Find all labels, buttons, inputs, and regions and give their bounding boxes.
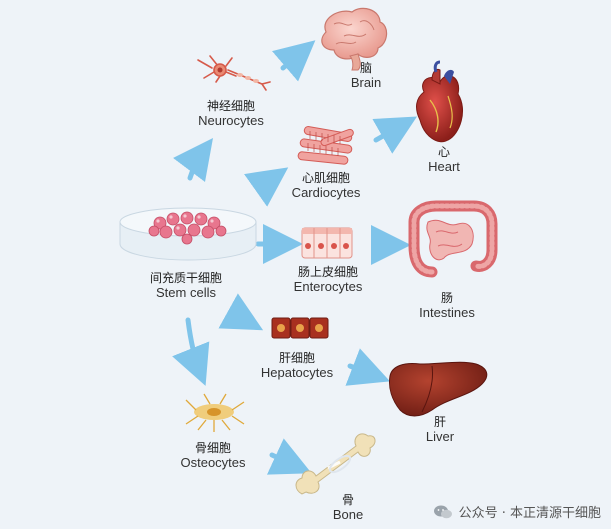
- label-stem-cells-en: Stem cells: [156, 284, 216, 300]
- label-neurocytes-en: Neurocytes: [198, 112, 264, 128]
- label-osteocytes: 骨细胞 Osteocytes: [180, 441, 246, 471]
- label-bone: 骨 Bone: [332, 493, 364, 523]
- petri-dish-icon: [119, 207, 257, 261]
- arrow-neurocyte-to-brain: [272, 40, 316, 82]
- label-brain-cn: 脑: [359, 61, 373, 75]
- arrow-stem-to-hepatocytes: [218, 293, 264, 331]
- hepatocyte-icon: [271, 317, 329, 339]
- arrow-osteocyte-to-bone: [266, 438, 312, 475]
- cardiomyocyte-icon: [297, 126, 354, 165]
- label-osteocytes-cn: 骨细胞: [194, 441, 231, 455]
- label-liver: 肝 Liver: [425, 415, 455, 445]
- label-enterocytes: 肠上皮细胞 Enterocytes: [293, 265, 363, 295]
- label-brain-en: Brain: [350, 74, 382, 90]
- label-neurocytes-cn: 神经细胞: [206, 99, 255, 113]
- watermark-text: 公众号 · 本正清源干细胞: [458, 506, 601, 521]
- label-osteocytes-en: Osteocytes: [180, 454, 246, 470]
- bone-icon: [295, 433, 376, 495]
- label-enterocytes-cn: 肠上皮细胞: [297, 265, 358, 279]
- label-cardiocytes-en: Cardiocytes: [291, 184, 361, 200]
- arrow-cardiocyte-to-heart: [372, 116, 418, 154]
- label-bone-cn: 骨: [341, 493, 354, 507]
- label-cardiocytes: 心肌细胞 Cardiocytes: [291, 171, 361, 201]
- brain-icon: [321, 7, 388, 71]
- label-stem-cells: 间充质干细胞 Stem cells: [149, 271, 223, 301]
- label-neurocytes: 神经细胞 Neurocytes: [198, 99, 264, 129]
- wechat-icon: [433, 505, 452, 518]
- label-heart-en: Heart: [428, 158, 460, 174]
- label-liver-en: Liver: [425, 428, 455, 444]
- liver-icon: [389, 361, 488, 417]
- label-cardiocytes-cn: 心肌细胞: [301, 171, 351, 185]
- label-stem-cells-cn: 间充质干细胞: [149, 271, 223, 285]
- label-heart-cn: 心: [437, 145, 451, 159]
- label-bone-en: Bone: [332, 506, 364, 522]
- label-intestines: 肠 Intestines: [419, 291, 475, 321]
- arrow-stem-to-osteocytes: [172, 317, 210, 386]
- label-enterocytes-en: Enterocytes: [293, 278, 363, 294]
- arrow-stem-to-neurocytes: [173, 137, 213, 182]
- label-heart: 心 Heart: [428, 145, 460, 175]
- arrows: [172, 40, 418, 475]
- neuron-icon: [197, 55, 271, 91]
- watermark: 公众号 · 本正清源干细胞: [433, 502, 601, 521]
- label-brain: 脑 Brain: [350, 61, 382, 91]
- arrow-hepatocyte-to-liver: [345, 348, 391, 386]
- label-hepatocytes-cn: 肝细胞: [278, 351, 316, 365]
- intestines-icon: [408, 200, 498, 278]
- label-intestines-en: Intestines: [419, 304, 475, 320]
- label-hepatocytes: 肝细胞 Hepatocytes: [260, 351, 334, 381]
- label-liver-cn: 肝: [433, 415, 446, 429]
- enterocyte-icon: [301, 227, 353, 259]
- label-intestines-cn: 肠: [440, 291, 453, 305]
- arrow-stem-to-cardiocytes: [244, 167, 289, 207]
- heart-icon: [416, 60, 463, 143]
- label-hepatocytes-en: Hepatocytes: [260, 364, 334, 380]
- osteocyte-icon: [185, 393, 245, 432]
